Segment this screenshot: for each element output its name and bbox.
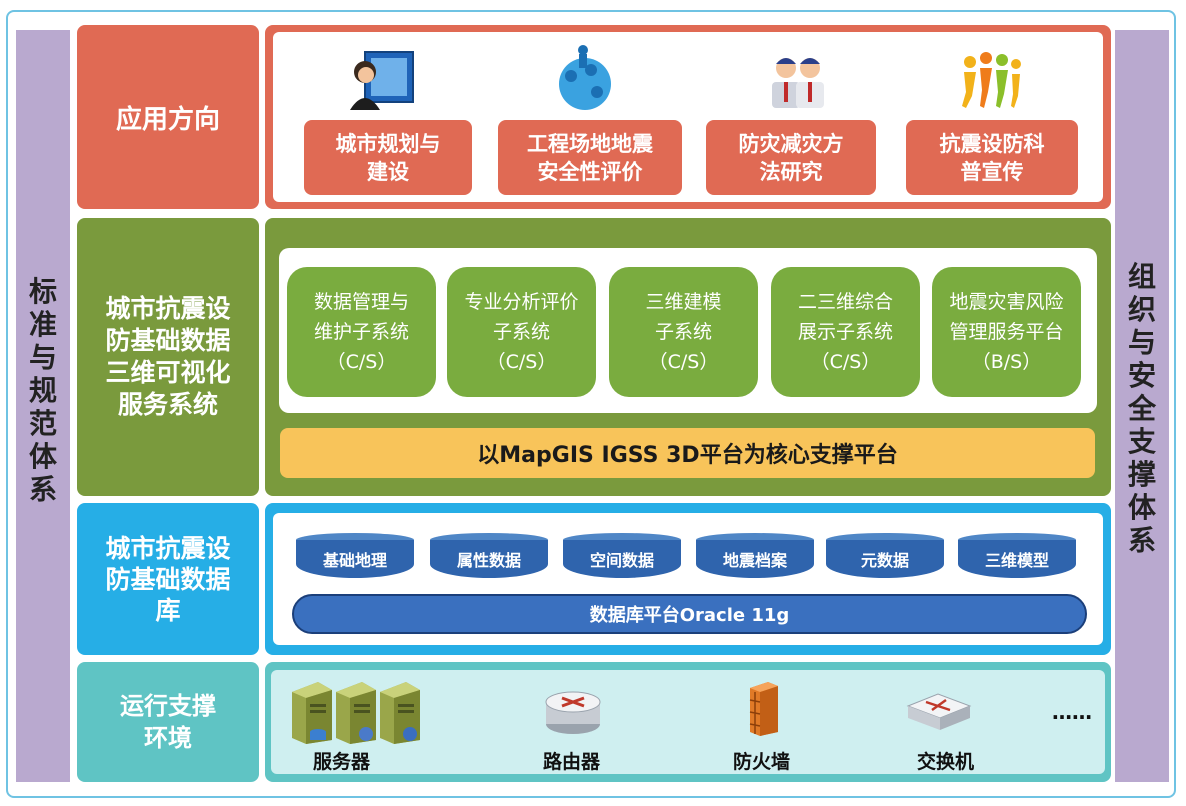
subsystem-line: 二三维综合 xyxy=(797,291,893,313)
subsystem-line: 维护子系统 xyxy=(313,321,409,343)
database-label-line: 库 xyxy=(155,595,181,625)
subsystem-line: （B/S） xyxy=(971,351,1042,373)
app-item-line: 普宣传 xyxy=(960,159,1024,184)
side-right-char: 撑 xyxy=(1127,458,1156,491)
side-right-char: 组 xyxy=(1127,260,1156,293)
subsystem-risk-platform: 地震灾害风险管理服务平台 （B/S） xyxy=(932,267,1081,397)
side-left-char: 与 xyxy=(28,341,57,374)
app-item-line: 城市规划与 xyxy=(335,131,441,156)
app-item-line: 抗震设防科 xyxy=(939,131,1045,156)
side-left-char: 范 xyxy=(28,407,57,440)
database-platform-bar: 数据库平台Oracle 11g xyxy=(292,594,1087,634)
subsystem-line: 子系统 xyxy=(654,321,712,343)
app-item-seismic-safety: 工程场地地震安全性评价 xyxy=(498,120,682,195)
hardware-label-switch: 交换机 xyxy=(917,751,975,773)
subsystem-2d3d-display: 二三维综合展示子系统 （C/S） xyxy=(771,267,920,397)
runtime-label-line: 运行支撑 xyxy=(120,692,216,720)
hardware-label-server: 服务器 xyxy=(313,751,371,773)
db-store-label: 三维模型 xyxy=(958,540,1076,578)
runtime-label-line: 环境 xyxy=(144,724,192,752)
firewall-icon xyxy=(749,682,778,736)
diagram-frame xyxy=(6,10,1176,798)
application-label-text: 应用方向 xyxy=(115,104,220,135)
subsystem-line: 专业分析评价 xyxy=(464,291,579,313)
app-item-urban-planning: 城市规划与建设 xyxy=(304,120,472,195)
side-left-char: 体 xyxy=(28,440,57,473)
subsystem-line: 展示子系统 xyxy=(797,321,893,343)
system-label-line: 城市抗震设 xyxy=(105,294,231,323)
db-store-label: 空间数据 xyxy=(563,540,681,578)
side-right-char: 织 xyxy=(1127,293,1156,326)
side-right-char: 安 xyxy=(1127,359,1156,392)
db-store-label: 基础地理 xyxy=(296,540,414,578)
db-cylinder-3d-model: 三维模型 xyxy=(958,533,1076,585)
app-item-disaster-reduction: 防灾减灾方法研究 xyxy=(706,120,876,195)
db-store-label: 元数据 xyxy=(826,540,944,578)
subsystem-analysis: 专业分析评价子系统 （C/S） xyxy=(447,267,596,397)
subsystem-3d-modeling: 三维建模子系统 （C/S） xyxy=(609,267,758,397)
side-right-char: 全 xyxy=(1127,392,1156,425)
subsystem-line: （C/S） xyxy=(810,351,881,373)
subsystem-line: 管理服务平台 xyxy=(949,321,1064,343)
side-left-char: 规 xyxy=(28,374,57,407)
system-label-line: 防基础数据 xyxy=(105,326,231,355)
subsystem-line: 数据管理与 xyxy=(313,291,409,313)
side-right-char: 支 xyxy=(1127,425,1156,458)
app-item-line: 法研究 xyxy=(759,159,823,184)
app-item-science-popularization: 抗震设防科普宣传 xyxy=(906,120,1078,195)
side-right-char: 与 xyxy=(1127,326,1156,359)
db-cylinder-metadata: 元数据 xyxy=(826,533,944,585)
side-left-char: 系 xyxy=(28,473,57,506)
standards-system-label: 标 准 与 规 范 体 系 xyxy=(16,275,70,506)
db-store-label: 地震档案 xyxy=(696,540,814,578)
organization-security-label: 组 织 与 安 全 支 撑 体 系 xyxy=(1115,260,1169,557)
hardware-label-firewall: 防火墙 xyxy=(733,751,791,773)
globe-people-icon xyxy=(559,45,611,110)
system-label-line: 服务系统 xyxy=(117,390,218,419)
database-label-line: 防基础数据 xyxy=(105,564,231,594)
db-store-label: 属性数据 xyxy=(430,540,548,578)
app-item-line: 工程场地地震 xyxy=(527,131,653,156)
system-layer-label: 城市抗震设 防基础数据 三维可视化 服务系统 xyxy=(77,218,259,496)
database-layer-label: 城市抗震设 防基础数据 库 xyxy=(77,503,259,655)
db-cylinder-attribute: 属性数据 xyxy=(430,533,548,585)
side-right-char: 系 xyxy=(1127,524,1156,557)
router-icon xyxy=(545,691,601,734)
crowd-icon xyxy=(962,52,1021,108)
db-cylinder-spatial: 空间数据 xyxy=(563,533,681,585)
app-item-line: 建设 xyxy=(367,159,409,184)
presenter-icon xyxy=(350,51,414,110)
switch-icon xyxy=(906,693,972,730)
subsystem-line: （C/S） xyxy=(486,351,557,373)
app-item-line: 安全性评价 xyxy=(537,159,643,184)
database-label-line: 城市抗震设 xyxy=(105,533,231,563)
core-platform-bar: 以MapGIS IGSS 3D平台为核心支撑平台 xyxy=(280,428,1095,478)
core-platform-text: 以MapGIS IGSS 3D平台为核心支撑平台 xyxy=(477,443,898,468)
subsystem-line: （C/S） xyxy=(648,351,719,373)
two-people-icon xyxy=(772,58,824,108)
application-layer-label: 应用方向 xyxy=(77,25,259,209)
side-right-char: 体 xyxy=(1127,491,1156,524)
db-cylinder-basic-geo: 基础地理 xyxy=(296,533,414,585)
hardware-label-router: 路由器 xyxy=(543,751,601,773)
subsystem-line: （C/S） xyxy=(326,351,397,373)
hardware-more: …… xyxy=(1052,700,1092,724)
system-label-line: 三维可视化 xyxy=(105,358,231,387)
subsystem-line: 地震灾害风险 xyxy=(949,291,1064,313)
organization-security-bar: 组 织 与 安 全 支 撑 体 系 xyxy=(1115,30,1169,782)
database-platform-text: 数据库平台Oracle 11g xyxy=(589,605,790,626)
app-item-line: 防灾减灾方 xyxy=(738,131,844,156)
standards-system-bar: 标 准 与 规 范 体 系 xyxy=(16,30,70,782)
db-cylinder-archive: 地震档案 xyxy=(696,533,814,585)
runtime-layer-label: 运行支撑 环境 xyxy=(77,662,259,782)
side-left-char: 准 xyxy=(28,308,57,341)
subsystem-data-management: 数据管理与维护子系统 （C/S） xyxy=(287,267,436,397)
subsystem-line: 子系统 xyxy=(492,321,550,343)
subsystem-line: 三维建模 xyxy=(645,291,722,313)
server-icon xyxy=(292,682,420,744)
side-left-char: 标 xyxy=(28,275,57,308)
